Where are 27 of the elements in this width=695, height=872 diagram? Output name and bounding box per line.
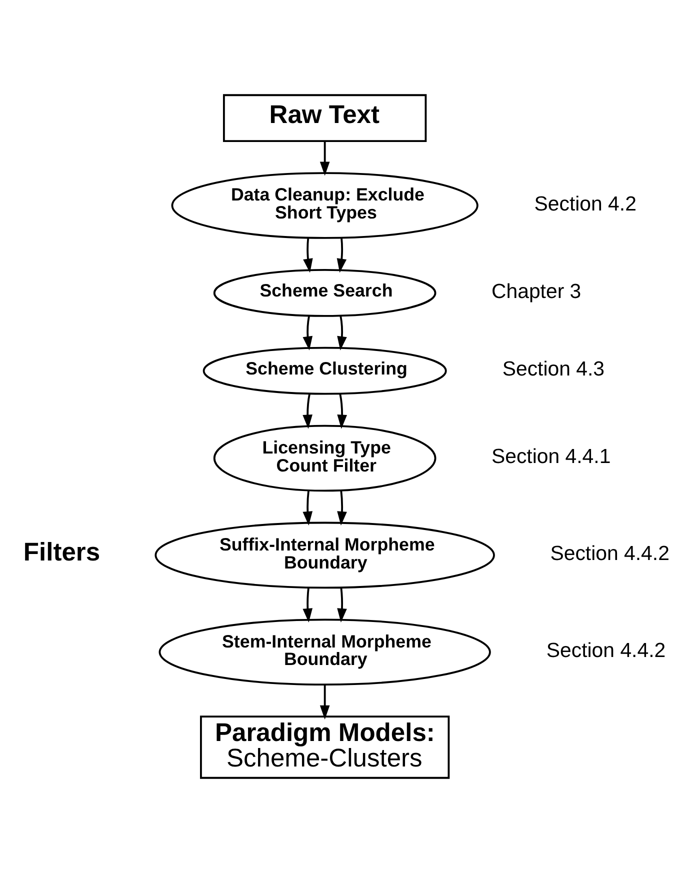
arrow — [336, 237, 347, 272]
node-label: Section 4.4.2 — [550, 542, 670, 565]
arrow — [337, 393, 348, 428]
node-label: Section 4.2 — [534, 192, 636, 215]
node-ellipse: Stem-Internal Morpheme Boundary — [158, 618, 491, 686]
node-label: Section 4.4.2 — [546, 640, 666, 662]
arrow — [337, 315, 347, 350]
node-ellipse: Suffix-Internal Morpheme Boundary — [154, 521, 495, 588]
arrow — [320, 684, 330, 719]
arrow — [303, 237, 313, 272]
node-ellipse: Data Cleanup: Exclude Short Types — [171, 172, 478, 238]
arrow — [302, 490, 313, 526]
arrow — [337, 490, 347, 526]
node-box: Raw Text — [222, 94, 427, 142]
label: Filters — [23, 538, 100, 566]
node-ellipse: Scheme Search — [213, 268, 436, 316]
arrow — [337, 587, 347, 622]
arrow — [320, 140, 330, 176]
node-label: Section 4.4.1 — [491, 446, 611, 468]
arrow — [302, 315, 313, 350]
node-label: Section 4.3 — [502, 358, 605, 380]
node-box: Paradigm Models: Scheme-Clusters — [200, 715, 450, 778]
node-label: Chapter 3 — [491, 280, 582, 302]
arrow — [302, 587, 313, 622]
arrow — [302, 393, 312, 428]
node-ellipse: Licensing Type Count Filter — [213, 424, 436, 492]
node-ellipse: Scheme Clustering — [202, 346, 447, 394]
